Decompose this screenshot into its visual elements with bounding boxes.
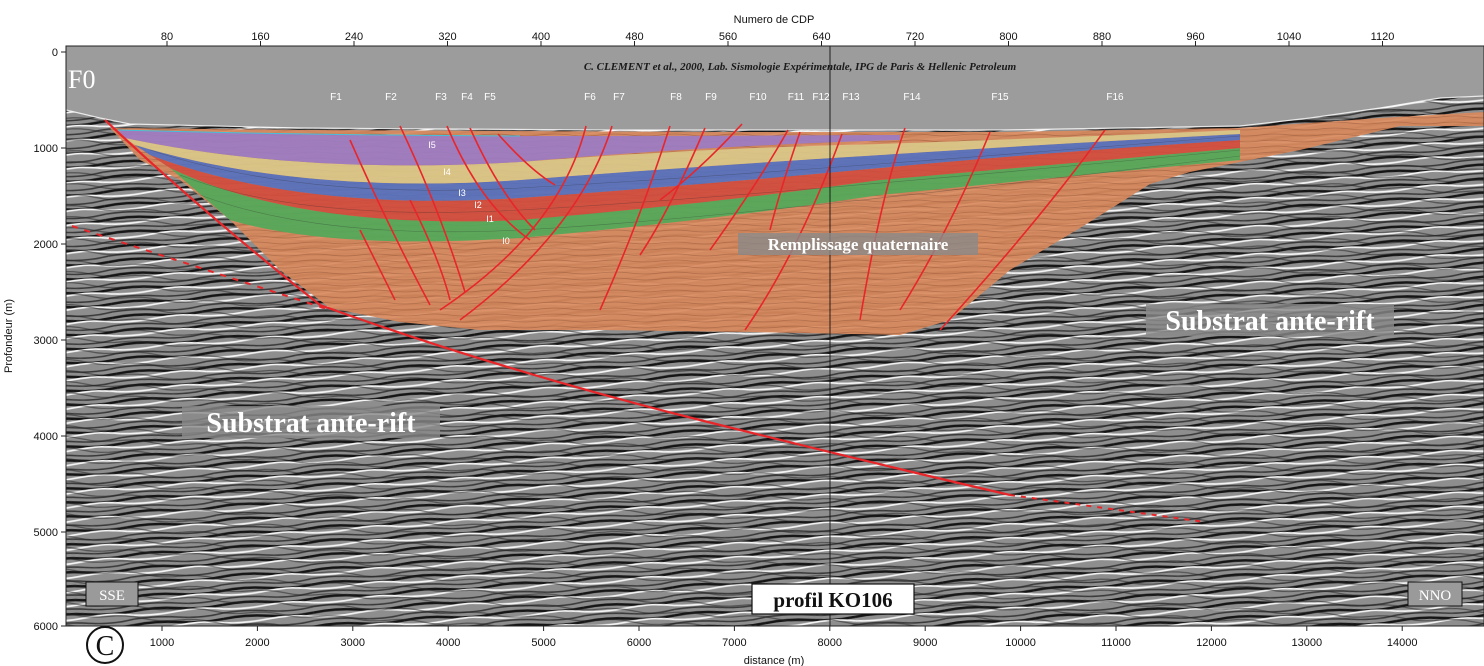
top-tick-label: 800 [999,31,1017,43]
unit-label: I5 [428,140,436,150]
left-tick-label: 1000 [34,143,58,155]
bottom-tick-label: 5000 [531,637,555,649]
quaternary-fill-label: Remplissage quaternaire [768,235,949,254]
basin-faults [349,123,1106,331]
left-tick-label: 0 [52,47,58,59]
left-tick-label: 3000 [34,335,58,347]
fault-f0-label: F0 [68,65,95,94]
panel-letter: C [96,631,115,662]
fault-label: F16 [1106,92,1124,103]
top-tick-label: 240 [345,31,363,43]
top-axis-ticks: 80 160 240 320 400 480 560 640 720 800 880 960 1040 1… [161,31,1394,46]
unit-label: I3 [458,188,466,198]
bottom-tick-label: 11000 [1101,637,1131,649]
top-tick-label: 1120 [1371,31,1395,43]
unit-label: I2 [474,200,482,210]
substrate-label-right: Substrat ante-rift [1165,306,1375,337]
fault-label: F6 [584,92,596,103]
top-tick-label: 320 [438,31,456,43]
bottom-axis-ticks: 1000 2000 3000 4000 5000 6000 7000 8000 9000 1000… [150,626,1418,649]
substrate-label-left: Substrat ante-rift [206,408,416,439]
credit-text: C. CLEMENT et al., 2000, Lab. Sismologie… [584,61,1017,73]
left-tick-label: 2000 [34,239,58,251]
purple-layer [118,130,900,166]
top-tick-label: 640 [812,31,830,43]
bottom-tick-label: 3000 [341,637,365,649]
fault-label: F1 [330,92,342,103]
fault-label: F12 [812,92,830,103]
top-tick-label: 480 [625,31,643,43]
direction-nno: NNO [1419,588,1452,604]
water-column [66,46,1484,130]
bottom-tick-label: 9000 [913,637,937,649]
top-tick-label: 960 [1186,31,1204,43]
fault-label: F5 [484,92,496,103]
bottom-tick-label: 4000 [436,637,460,649]
plot-frame [65,45,1484,627]
fault-label: F4 [461,92,473,103]
fault-label: F3 [435,92,447,103]
fault-label: F15 [991,92,1009,103]
yellow-layer [125,130,1240,184]
fault-label: F8 [670,92,682,103]
fault-label: F14 [903,92,921,103]
fault-label: F2 [385,92,397,103]
fault-label: F7 [613,92,625,103]
fault-labels: F1 F2 F3 F4 F5 F6 F7 F8 F9 F10 F11 F12 F13 F14 F15 F16 [330,92,1124,103]
unit-label: I4 [443,167,451,177]
bottom-tick-label: 2000 [245,637,269,649]
direction-sse: SSE [99,588,125,604]
bottom-axis-title: distance (m) [744,655,805,666]
fault-label: F11 [788,92,805,103]
bottom-tick-label: 10000 [1005,637,1036,649]
left-axis-title: Profondeur (m) [3,299,15,373]
left-tick-label: 5000 [34,527,58,539]
top-tick-label: 400 [532,31,550,43]
fault-label: F9 [705,92,717,103]
top-axis-title: Numero de CDP [734,14,815,26]
fault-label: F13 [842,92,860,103]
left-axis-ticks: 0 1000 2000 3000 4000 5000 6000 [34,47,66,633]
left-tick-label: 4000 [34,431,58,443]
top-tick-label: 160 [251,31,269,43]
bottom-tick-label: 6000 [627,637,651,649]
unit-label: I1 [486,214,494,224]
top-tick-label: 80 [161,31,173,43]
top-tick-label: 720 [906,31,924,43]
fault-label: F10 [749,92,767,103]
bottom-tick-label: 8000 [818,637,842,649]
top-tick-label: 1040 [1277,31,1301,43]
blue-layer [135,134,1240,201]
profile-label: profil KO106 [773,588,892,612]
bottom-tick-label: 14000 [1387,637,1418,649]
bottom-tick-label: 13000 [1292,637,1323,649]
unit-label: I0 [502,236,510,246]
bottom-tick-label: 1000 [150,637,174,649]
bottom-tick-label: 7000 [722,637,746,649]
top-tick-label: 880 [1093,31,1111,43]
top-tick-label: 560 [719,31,737,43]
bottom-tick-label: 12000 [1196,637,1227,649]
left-tick-label: 6000 [34,621,58,633]
main-fault-f0 [104,119,1011,497]
red-layer [150,140,1240,222]
